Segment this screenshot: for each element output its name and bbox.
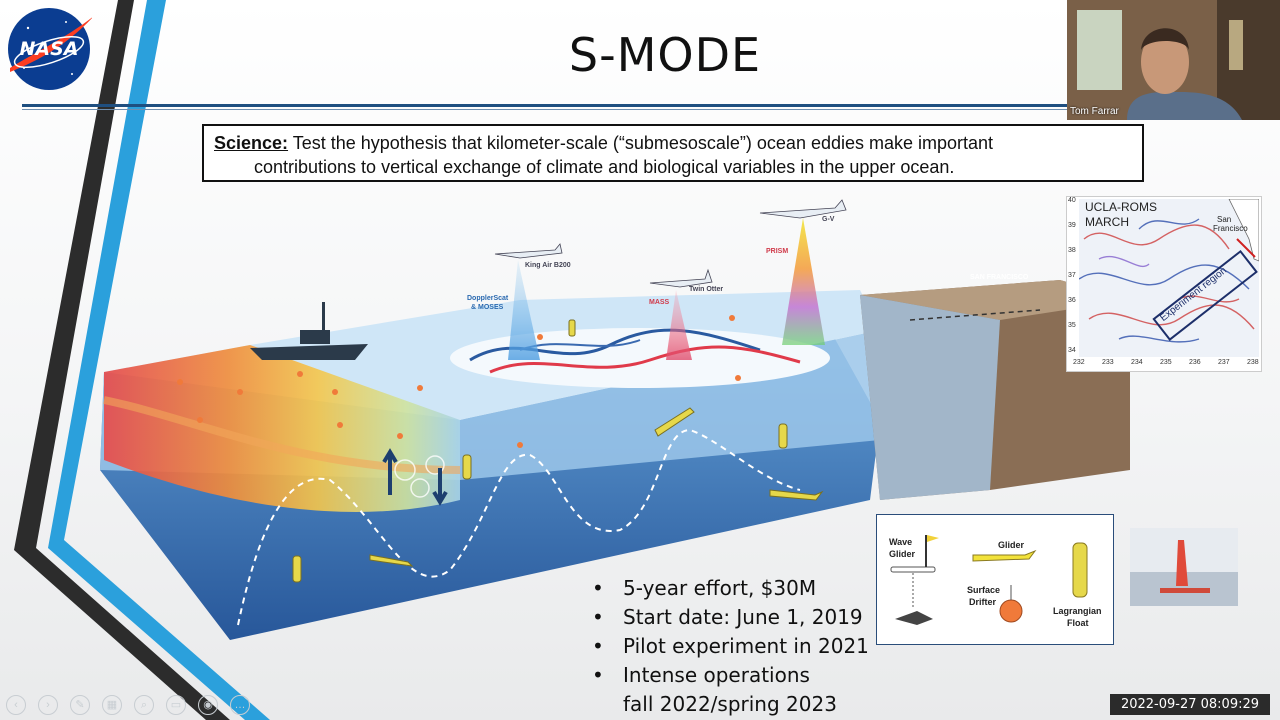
- map-title-1: UCLA-ROMS: [1085, 200, 1158, 214]
- map-y-tick: 38: [1068, 247, 1076, 254]
- camera-icon[interactable]: ◉: [198, 695, 218, 715]
- bullet-item: •Intense operations: [592, 663, 810, 687]
- science-statement-box: Science: Test the hypothesis that kilome…: [202, 124, 1144, 182]
- label-moses: & MOSES: [471, 304, 504, 311]
- map-field: [1079, 199, 1259, 357]
- more-icon[interactable]: …: [230, 695, 250, 715]
- legend-glider: Glider: [998, 540, 1025, 550]
- legend-surface-drifter-1: Surface: [967, 585, 1001, 595]
- map-y-tick: 35: [1068, 322, 1076, 329]
- research-ship: [250, 302, 368, 360]
- next-icon[interactable]: ›: [38, 695, 58, 715]
- bullet-item-continuation: fall 2022/spring 2023: [623, 692, 837, 716]
- slide-title: S-MODE: [568, 28, 762, 82]
- bullet-item: •Start date: June 1, 2019: [592, 605, 863, 629]
- label-mass: MASS: [649, 299, 670, 306]
- title-rule-thin: [22, 109, 1072, 110]
- label-twin-otter: Twin Otter: [689, 286, 724, 293]
- map-y-tick: 39: [1068, 222, 1076, 229]
- participant-name: Tom Farrar: [1070, 106, 1119, 117]
- subtitle-icon[interactable]: ▭: [166, 695, 186, 715]
- prev-icon[interactable]: ‹: [6, 695, 26, 715]
- label-prism: PRISM: [766, 248, 789, 255]
- map-y-tick: 37: [1068, 272, 1076, 279]
- legend-lagrangian-1: Lagrangian: [1053, 606, 1102, 616]
- map-sf-1: San: [1217, 215, 1232, 224]
- label-king-air: King Air B200: [525, 262, 571, 269]
- legend-wave-glider-2: Glider: [889, 549, 916, 559]
- label-san-francisco: SAN FRANCISCO: [970, 274, 1029, 281]
- ocean-observation-illustration: [100, 199, 1130, 640]
- video-feed: [1067, 0, 1280, 120]
- bullet-item: •Pilot experiment in 2021: [592, 634, 869, 658]
- pen-icon[interactable]: ✎: [70, 695, 90, 715]
- map-x-tick: 232: [1073, 359, 1085, 366]
- legend-wave-glider-1: Wave: [889, 537, 913, 547]
- map-title-2: MARCH: [1085, 215, 1129, 229]
- saildrone-photo: [1130, 528, 1238, 606]
- map-x-tick: 238: [1247, 359, 1259, 366]
- map-sf-2: Francisco: [1213, 224, 1248, 233]
- participant-video[interactable]: Tom Farrar: [1067, 0, 1280, 120]
- legend-icons: [890, 535, 1088, 625]
- nasa-logo: NASA: [6, 6, 94, 92]
- map-y-tick: 34: [1068, 347, 1076, 354]
- science-label: Science:: [214, 133, 289, 153]
- recording-timestamp: 2022-09-27 08:09:29: [1110, 694, 1270, 715]
- ucla-roms-map: UCLA-ROMS MARCH San Francisco Experiment…: [1066, 196, 1262, 372]
- legend-surface-drifter-2: Drifter: [969, 597, 997, 607]
- bullet-item: •5-year effort, $30M: [592, 576, 817, 600]
- legend-lagrangian-2: Float: [1067, 618, 1089, 628]
- instrument-legend: Wave Glider Glider Surface Drifter Lagra…: [876, 514, 1114, 645]
- map-x-tick: 234: [1131, 359, 1143, 366]
- map-y-tick: 40: [1068, 197, 1076, 204]
- map-x-tick: 236: [1189, 359, 1201, 366]
- science-text-line2: contributions to vertical exchange of cl…: [254, 157, 955, 177]
- zoom-icon[interactable]: ⌕: [134, 695, 154, 715]
- slides-icon[interactable]: ▦: [102, 695, 122, 715]
- label-g5: G-V: [822, 216, 835, 223]
- science-text-line1: Test the hypothesis that kilometer-scale…: [288, 133, 994, 153]
- label-dopplerscat: DopplerScat: [467, 295, 509, 302]
- map-x-tick: 233: [1102, 359, 1114, 366]
- map-x-tick: 237: [1218, 359, 1230, 366]
- map-y-tick: 36: [1068, 297, 1076, 304]
- key-facts-list: •5-year effort, $30M •Start date: June 1…: [592, 574, 869, 719]
- map-x-tick: 235: [1160, 359, 1172, 366]
- title-rule: [22, 104, 1072, 107]
